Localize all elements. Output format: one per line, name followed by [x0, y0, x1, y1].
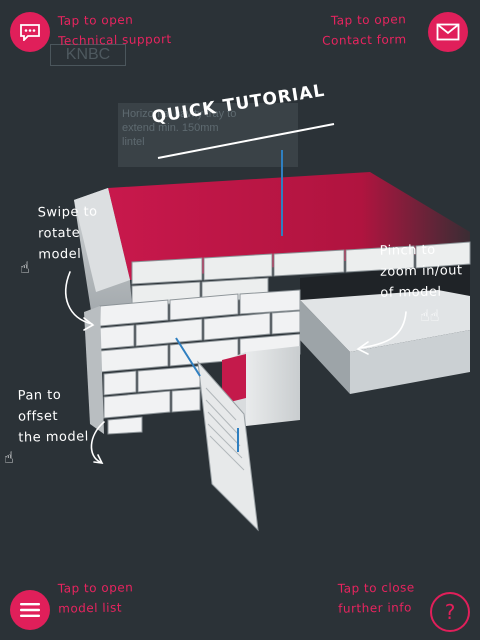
contact-form-hint: Tap to open Contact form	[322, 12, 407, 48]
cavity-board	[197, 360, 259, 532]
menu-icon	[20, 603, 40, 617]
title-underline	[157, 123, 335, 159]
pan-arrow	[90, 421, 105, 463]
contact-form-button[interactable]	[428, 12, 468, 52]
pan-hint: Pan to offset the model	[17, 387, 89, 446]
front-wall-bricks	[99, 289, 301, 435]
model-list-hint: Tap to open model list	[57, 580, 134, 616]
close-info-hint: Tap to close further info	[337, 580, 415, 616]
right-slab-top	[300, 290, 470, 352]
swipe-hint: Swipe to rotate model	[37, 204, 98, 263]
background-logo: KNBC	[50, 44, 126, 66]
technical-support-button[interactable]	[10, 12, 50, 52]
swipe-arrow	[65, 271, 93, 325]
swipe-hand-icon: ☝	[20, 258, 30, 277]
help-icon[interactable]: ?	[430, 592, 470, 632]
pinch-arrow	[359, 311, 407, 349]
model-list-button[interactable]	[10, 590, 50, 630]
chat-bubble-icon	[20, 24, 40, 41]
pinch-hand-icon: ☝☝	[420, 306, 440, 325]
envelope-icon	[436, 23, 460, 41]
background-lintel-label: Horizontal cavity tray to extend min. 15…	[118, 103, 298, 167]
pier-right	[246, 346, 300, 426]
opening-tray	[222, 354, 246, 404]
pinch-hint: Pinch to zoom in/out of model	[379, 242, 463, 301]
pan-hand-icon: ☝	[4, 448, 14, 467]
technical-support-hint: Tap to open Technical support	[57, 12, 172, 48]
